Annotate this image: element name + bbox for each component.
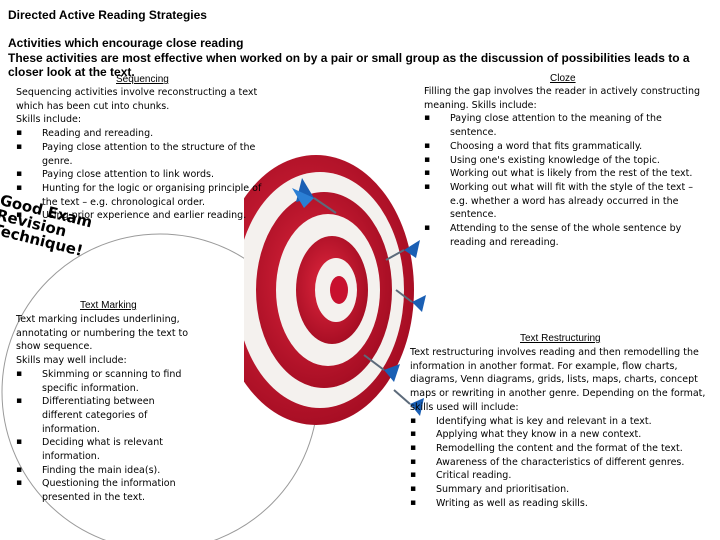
restructuring-title: Text Restructuring	[520, 333, 601, 344]
list-item: Paying close attention to link words.	[16, 168, 266, 182]
list-item: Working out what will fit with the style…	[424, 181, 706, 222]
list-item: Attending to the sense of the whole sent…	[424, 222, 706, 249]
sequencing-title: Sequencing	[116, 74, 169, 85]
sequencing-section: Sequencing activities involve reconstruc…	[16, 86, 266, 223]
list-item: Choosing a word that fits grammatically.	[424, 140, 706, 154]
bullseye-target-icon	[244, 155, 426, 425]
dart-icon	[393, 389, 424, 416]
list-item: Reading and rereading.	[16, 127, 266, 141]
marking-title: Text Marking	[80, 300, 137, 311]
restructuring-intro: Text restructuring involves reading and …	[410, 347, 706, 413]
dart-icon	[292, 178, 337, 214]
list-item: Hunting for the logic or organising prin…	[16, 182, 266, 209]
cloze-title: Cloze	[550, 73, 576, 84]
sequencing-list: Reading and rereading. Paying close atte…	[16, 127, 266, 223]
cloze-list: Paying close attention to the meaning of…	[424, 112, 706, 249]
list-item: Finding the main idea(s).	[16, 464, 194, 478]
list-item: Differentiating between different catego…	[16, 395, 194, 436]
subtitle-line-1: Activities which encourage close reading	[8, 36, 244, 50]
list-item: Writing as well as reading skills.	[410, 497, 712, 511]
restructuring-section: Text restructuring involves reading and …	[410, 346, 712, 510]
marking-intro: Text marking includes underlining, annot…	[16, 314, 189, 353]
dart-icon	[385, 240, 420, 261]
list-item: Applying what they know in a new context…	[410, 428, 712, 442]
sequencing-skills-label: Skills include:	[16, 114, 82, 126]
list-item: Working out what is likely from the rest…	[424, 167, 706, 181]
dart-icon	[363, 354, 400, 382]
list-item: Remodelling the content and the format o…	[410, 442, 712, 456]
list-item: Summary and prioritisation.	[410, 483, 712, 497]
list-item: Critical reading.	[410, 469, 712, 483]
list-item: Questioning the information presented in…	[16, 477, 194, 504]
sequencing-intro: Sequencing activities involve reconstruc…	[16, 87, 258, 112]
list-item: Paying close attention to the meaning of…	[424, 112, 706, 139]
list-item: Awareness of the characteristics of diff…	[410, 456, 712, 470]
marking-list: Skimming or scanning to find specific in…	[16, 368, 194, 505]
list-item: Identifying what is key and relevant in …	[410, 415, 712, 429]
list-item: Skimming or scanning to find specific in…	[16, 368, 194, 395]
page-title: Directed Active Reading Strategies	[8, 8, 207, 22]
list-item: Using prior experience and earlier readi…	[16, 209, 266, 223]
list-item: Using one's existing knowledge of the to…	[424, 154, 706, 168]
list-item: Paying close attention to the structure …	[16, 141, 266, 168]
dart-icon	[395, 289, 426, 312]
marking-skills-label: Skills may well include:	[16, 355, 127, 367]
cloze-intro: Filling the gap involves the reader in a…	[424, 86, 700, 111]
restructuring-list: Identifying what is key and relevant in …	[410, 415, 712, 511]
marking-section: Text marking includes underlining, annot…	[16, 313, 194, 505]
list-item: Deciding what is relevant information.	[16, 436, 194, 463]
subtitle-line-2: These activities are most effective when…	[8, 51, 690, 79]
cloze-section: Filling the gap involves the reader in a…	[424, 85, 706, 249]
